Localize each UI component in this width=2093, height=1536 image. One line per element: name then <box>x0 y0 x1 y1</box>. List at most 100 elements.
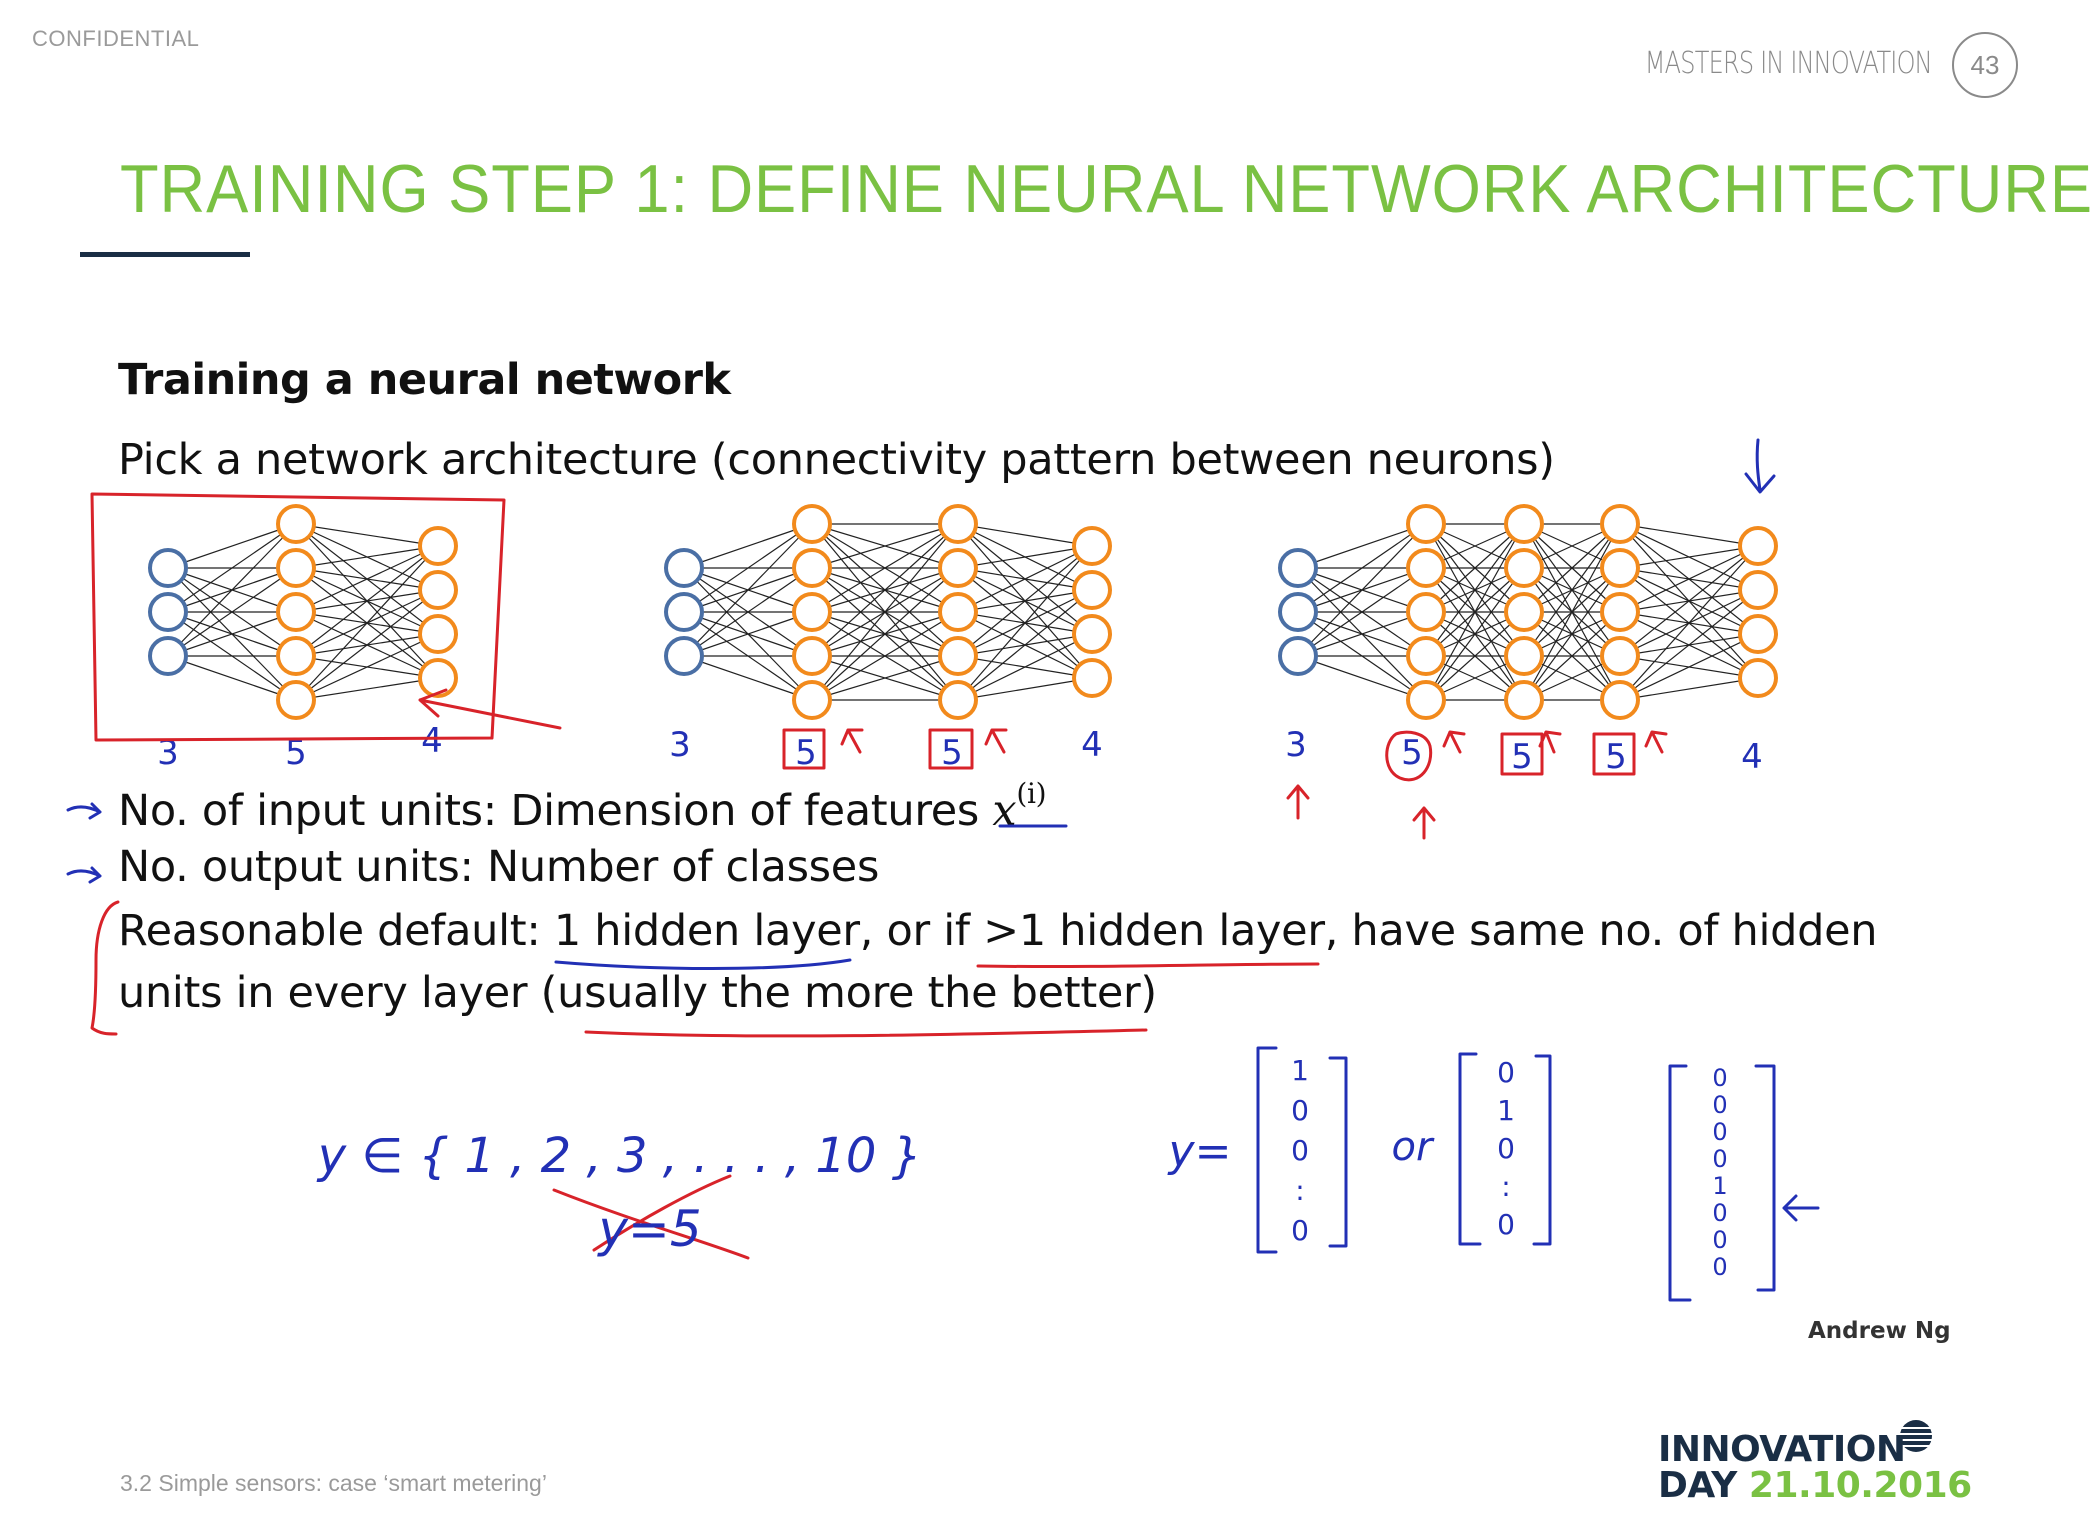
label-or: or <box>1392 1124 1435 1170</box>
connection <box>957 545 1093 657</box>
connection <box>683 523 813 657</box>
connection <box>1425 523 1525 701</box>
vector-entry: 1 <box>1712 1172 1727 1200</box>
input-neuron <box>664 548 704 588</box>
connection <box>295 677 439 701</box>
vector-entry: 0 <box>1291 1134 1309 1167</box>
connection <box>295 545 439 613</box>
pick-architecture-text: Pick a network architecture (connectivit… <box>118 435 1555 485</box>
connection <box>1619 545 1759 701</box>
brand-label: MASTERS IN INNOVATION <box>1644 46 1933 81</box>
neuron <box>418 570 458 610</box>
net2-label-output: 4 <box>1081 725 1103 765</box>
connection <box>1523 611 1621 701</box>
net1-box <box>90 492 506 742</box>
credit-label: Andrew Ng <box>1808 1318 1951 1344</box>
neuron <box>1504 592 1544 632</box>
net2-box-hidden2 <box>928 728 974 770</box>
vector-entry: 0 <box>1291 1094 1309 1127</box>
connection <box>811 523 959 569</box>
vector-entry: : <box>1501 1170 1510 1203</box>
neuron <box>276 548 316 588</box>
connection <box>1297 611 1427 657</box>
neuron <box>1738 526 1778 566</box>
connection <box>167 655 297 701</box>
net2-label-input: 3 <box>669 725 691 765</box>
connection <box>167 523 297 569</box>
neuron <box>276 680 316 720</box>
net3-label-output: 4 <box>1741 737 1763 777</box>
net3-label-hidden3: 5 <box>1605 737 1627 777</box>
confidential-label: CONFIDENTIAL <box>32 26 200 51</box>
connection <box>1425 523 1525 613</box>
slide-title: TRAINING STEP 1: DEFINE NEURAL NETWORK A… <box>120 151 2093 227</box>
footer-section: 3.2 Simple sensors: case ‘smart metering… <box>120 1470 547 1496</box>
vector-bracket-2 <box>1458 1052 1552 1246</box>
vector-entry: 0 <box>1497 1056 1515 1089</box>
input-neuron <box>1278 592 1318 632</box>
network-diagrams: 3 5 4 3 5 5 4 3 5 5 5 4 <box>66 438 1932 1452</box>
vector-bracket-3 <box>1668 1064 1776 1302</box>
neuron <box>938 504 978 544</box>
label-set: y ∈ { 1 , 2 , 3 , . . . , 10 } <box>316 1128 922 1184</box>
input-neuron <box>1278 636 1318 676</box>
neuron <box>418 526 458 566</box>
vector-entry: : <box>1295 1174 1304 1207</box>
connection <box>1425 567 1525 701</box>
layer-labels: 3 5 4 3 5 5 4 3 5 5 5 4 <box>157 721 1763 777</box>
innovation-logo-icon <box>1900 1420 1932 1452</box>
neuron <box>276 636 316 676</box>
neuron <box>1504 504 1544 544</box>
connection <box>683 567 813 657</box>
neuron <box>418 658 458 698</box>
connection <box>1619 523 1759 547</box>
neuron <box>792 636 832 676</box>
connection <box>1425 611 1525 701</box>
feature-symbol: x(i) <box>992 777 1047 836</box>
net2-label-hidden1: 5 <box>795 733 817 773</box>
neuron <box>792 504 832 544</box>
vector-entry: 0 <box>1712 1226 1727 1254</box>
neuron <box>792 548 832 588</box>
net3-label-hidden2: 5 <box>1511 737 1533 777</box>
neuron <box>938 592 978 632</box>
label-y-eq: y= <box>1167 1126 1232 1177</box>
output-units-text: No. output units: Number of classes <box>118 842 880 892</box>
net3-arrow2 <box>1538 730 1562 754</box>
connection <box>295 523 439 547</box>
down-arrow <box>1744 438 1776 494</box>
input-neuron <box>664 636 704 676</box>
connection <box>957 545 1093 613</box>
neuron <box>1738 614 1778 654</box>
neuron <box>938 680 978 720</box>
connection <box>1619 589 1759 701</box>
vector-entry: 0 <box>1712 1145 1727 1173</box>
neuron <box>1072 570 1112 610</box>
net1-label-output: 4 <box>421 721 443 761</box>
connection <box>811 523 959 613</box>
connection <box>957 589 1093 701</box>
net3-box-hidden3 <box>1592 732 1636 776</box>
logo-line2: DAY <box>1658 1465 1737 1506</box>
connection <box>683 655 813 701</box>
net2-arrow2 <box>984 728 1008 754</box>
connection <box>811 611 959 701</box>
connection <box>295 589 439 701</box>
connection <box>957 523 1093 547</box>
net2-label-hidden2: 5 <box>941 733 963 773</box>
neuron <box>938 636 978 676</box>
vector-two: 010:0 <box>1497 1056 1515 1241</box>
neuron <box>1406 636 1446 676</box>
connection <box>1297 655 1427 701</box>
neuron <box>1504 680 1544 720</box>
input-units-text: No. of input units: Dimension of feature… <box>118 786 980 836</box>
slide-heading: Training a neural network <box>118 355 731 405</box>
connection <box>295 545 439 701</box>
connection <box>1523 523 1621 701</box>
net3-label-hidden1: 5 <box>1401 733 1423 773</box>
connection <box>1523 567 1621 701</box>
connection <box>1297 523 1427 613</box>
neuron <box>792 592 832 632</box>
net3-arrow1 <box>1442 730 1466 754</box>
